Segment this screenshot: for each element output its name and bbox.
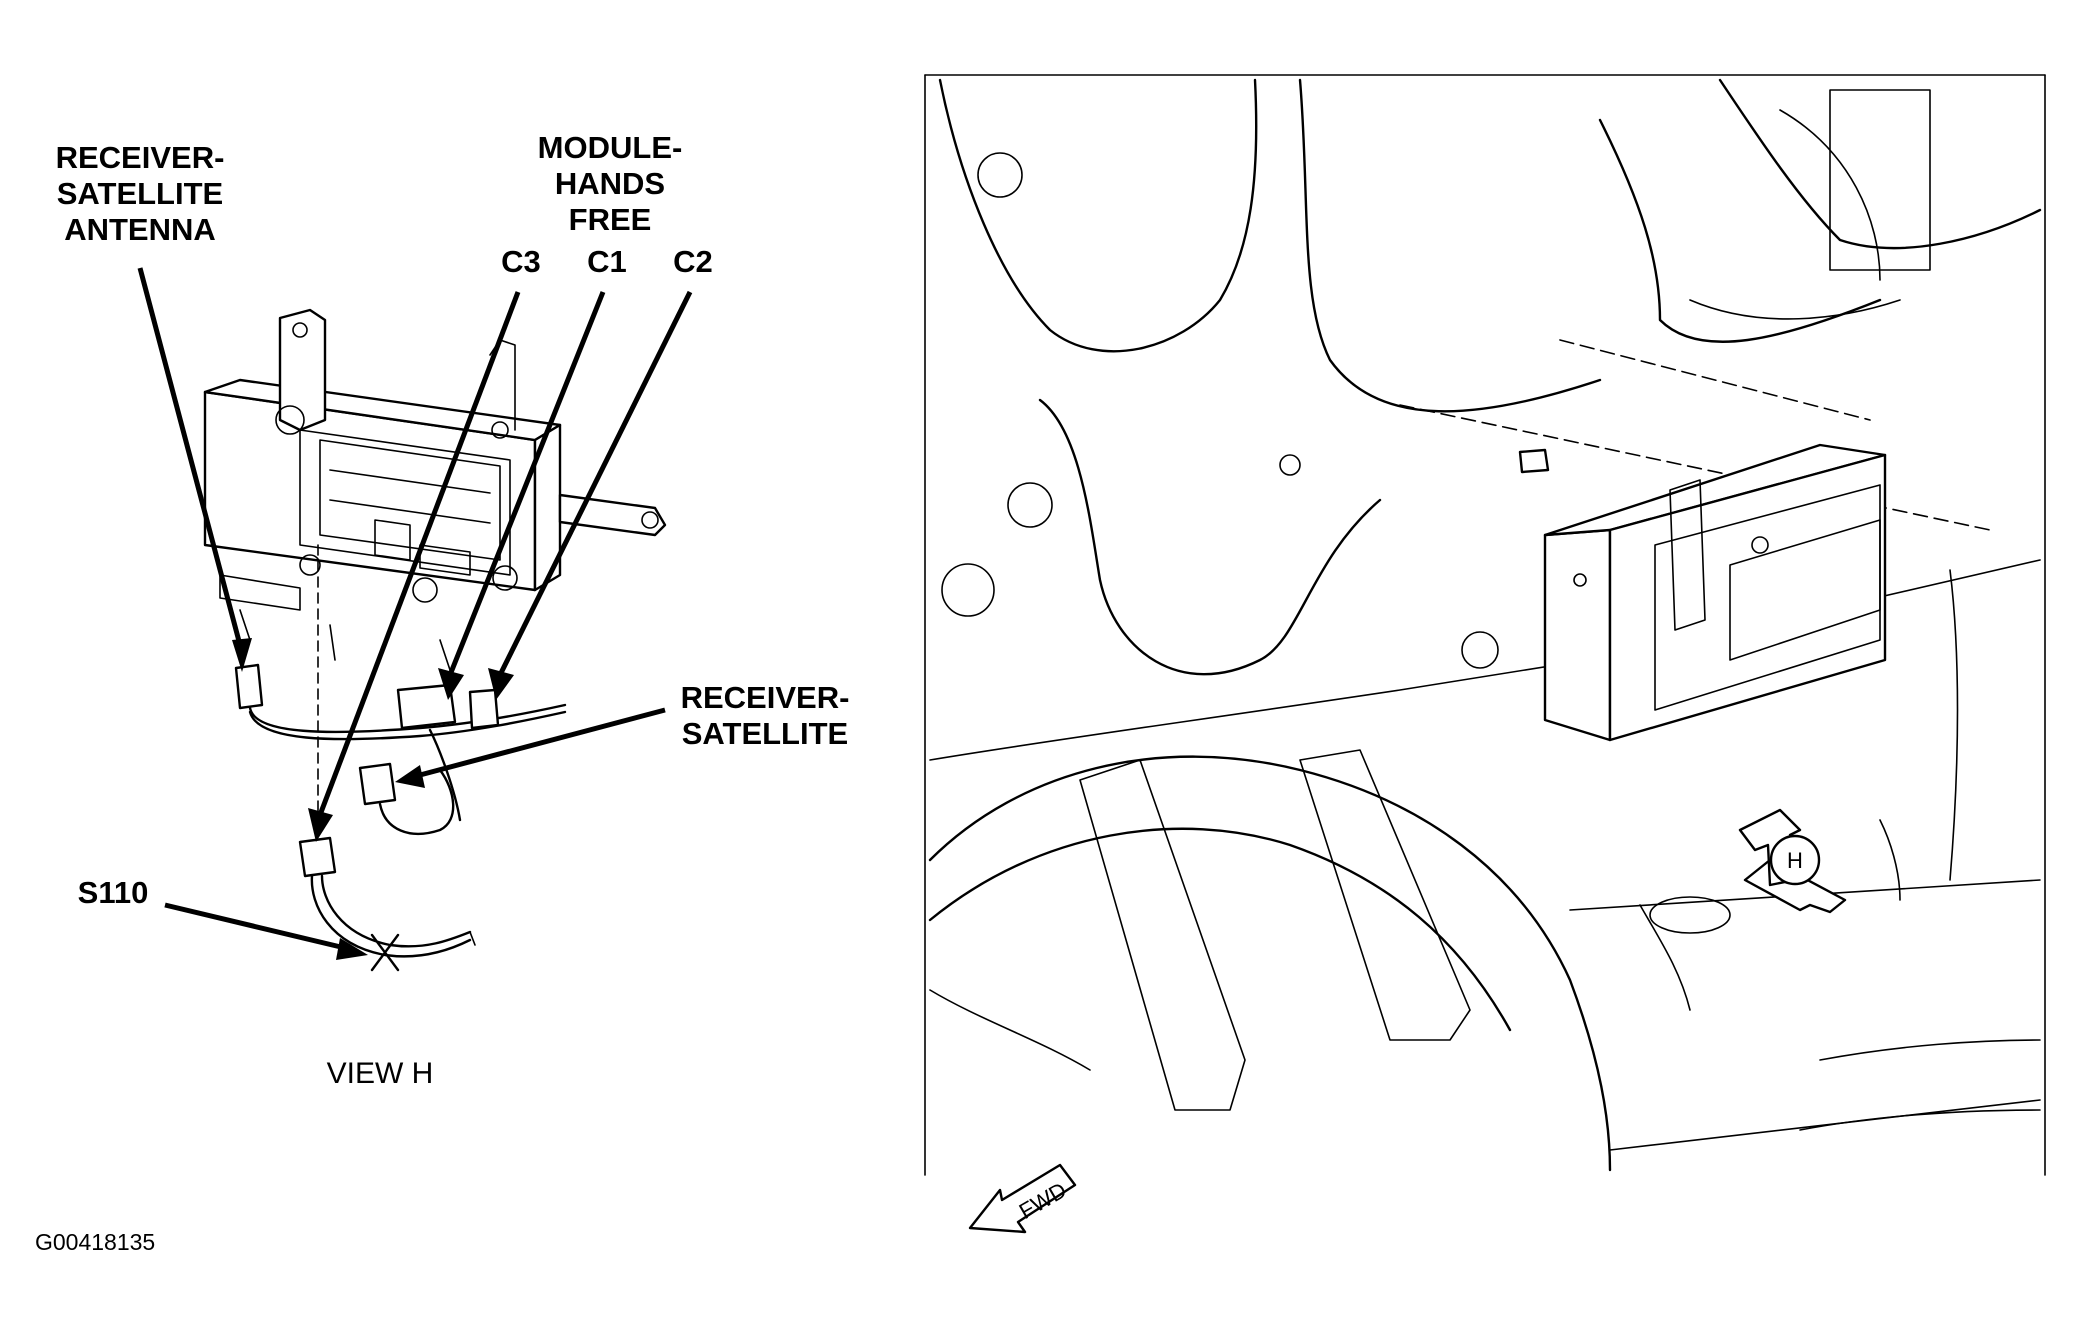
label-s110: S110 <box>77 875 149 910</box>
label-c3: C3 <box>501 244 541 279</box>
label-line: RECEIVER- <box>680 680 850 715</box>
label-line: RECEIVER- <box>55 140 225 175</box>
label-line: FREE <box>568 202 652 237</box>
hands-free-module <box>203 308 667 671</box>
label-line: MODULE- <box>537 130 683 165</box>
forward-arrow <box>968 1163 1077 1234</box>
label-view-h: VIEW H <box>326 1057 434 1090</box>
label-c1: C1 <box>587 244 627 279</box>
label-line: SATELLITE <box>56 176 224 211</box>
harness <box>234 544 567 972</box>
label-receiver-satellite-antenna: RECEIVER- SATELLITE ANTENNA <box>45 140 235 248</box>
label-receiver-satellite: RECEIVER- SATELLITE <box>665 680 865 752</box>
label-line: SATELLITE <box>681 716 849 751</box>
label-module-hands-free: MODULE- HANDS FREE <box>520 130 700 238</box>
figure-id: G00418135 <box>35 1229 156 1255</box>
label-line: ANTENNA <box>64 212 216 247</box>
label-c2: C2 <box>673 244 713 279</box>
installed-module <box>1399 339 1991 742</box>
label-view-callout: H <box>1787 848 1803 873</box>
view-h-callout <box>1738 808 1847 914</box>
label-line: HANDS <box>554 166 666 201</box>
leader-lines <box>137 267 693 960</box>
